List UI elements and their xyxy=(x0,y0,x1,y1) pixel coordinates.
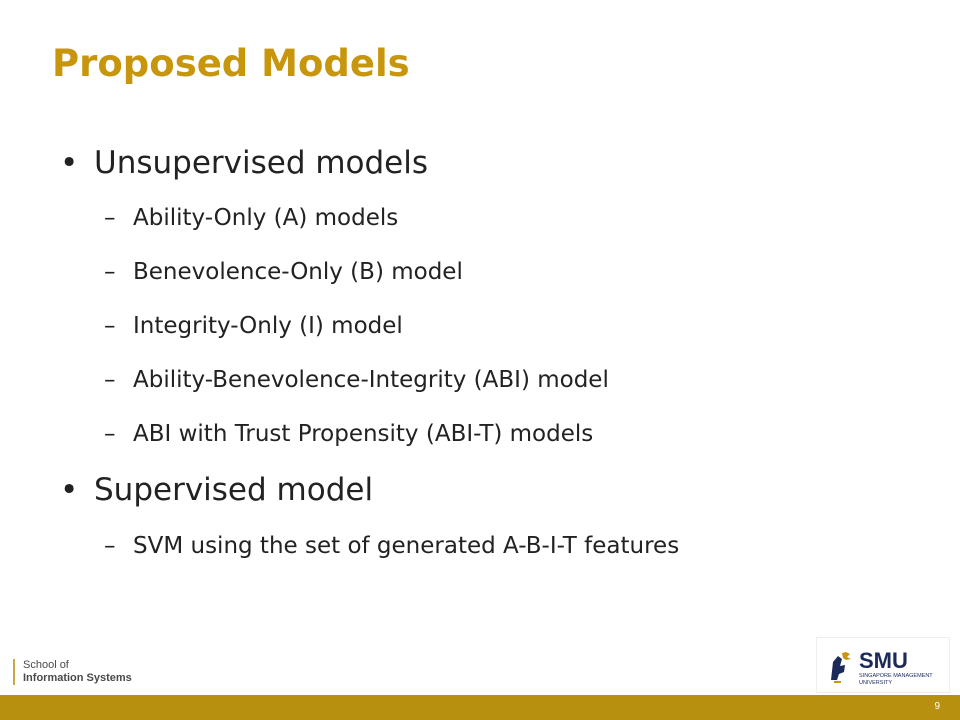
sub-bullet-marker: – xyxy=(104,313,116,339)
sub-bullet-item: –ABI with Trust Propensity (ABI-T) model… xyxy=(104,418,593,450)
smu-logo-subtext: SINGAPORE MANAGEMENT UNIVERSITY xyxy=(859,673,933,687)
sub-bullet-item: –Integrity-Only (I) model xyxy=(104,310,403,342)
sub-bullet-marker: – xyxy=(104,421,116,447)
bullet-item: • Unsupervised models xyxy=(60,143,428,183)
bullet-list: •Unsupervised models –Ability-Only (A) m… xyxy=(60,143,679,562)
sub-bullet-item: –SVM using the set of generated A-B-I-T … xyxy=(104,530,679,562)
sub-bullet-marker: – xyxy=(104,367,116,393)
sub-bullet-text: Integrity-Only (I) model xyxy=(133,313,403,339)
page-number: 9 xyxy=(934,701,940,712)
sub-bullet-text: Ability-Benevolence-Integrity (ABI) mode… xyxy=(133,367,609,393)
slide-title: Proposed Models xyxy=(52,42,410,85)
sub-bullet-text: Benevolence-Only (B) model xyxy=(133,259,463,285)
sub-bullet-text: ABI with Trust Propensity (ABI-T) models xyxy=(133,421,594,447)
sub-bullet-item: –Ability-Benevolence-Integrity (ABI) mod… xyxy=(104,364,609,396)
school-logo-line2: Information Systems xyxy=(23,672,132,684)
lion-crest-icon xyxy=(831,652,851,683)
smu-logo-subtext-line2: UNIVERSITY xyxy=(859,680,893,686)
sub-bullet-marker: – xyxy=(104,533,116,559)
sub-bullet-marker: – xyxy=(104,205,116,231)
sub-bullet-text: SVM using the set of generated A-B-I-T f… xyxy=(133,533,680,559)
bullet-marker: • xyxy=(60,145,79,181)
sub-bullet-item: –Benevolence-Only (B) model xyxy=(104,256,463,288)
smu-logo-text: SMU xyxy=(859,648,908,673)
bullet-text: Supervised model xyxy=(94,472,374,508)
sub-bullet-item: –Ability-Only (A) models xyxy=(104,202,398,234)
footer-bar: 9 xyxy=(0,695,960,720)
school-logo-line1: School of xyxy=(23,659,69,671)
bullet-text: Unsupervised models xyxy=(94,145,429,181)
sub-bullet-text: Ability-Only (A) models xyxy=(133,205,399,231)
smu-logo-subtext-line1: SINGAPORE MANAGEMENT xyxy=(859,673,933,679)
bullet-item: • Supervised model xyxy=(60,470,373,510)
sub-bullet-marker: – xyxy=(104,259,116,285)
bullet-marker: • xyxy=(60,472,79,508)
smu-logo: SMU SINGAPORE MANAGEMENT UNIVERSITY xyxy=(816,637,950,693)
school-logo: School of Information Systems xyxy=(13,659,132,685)
